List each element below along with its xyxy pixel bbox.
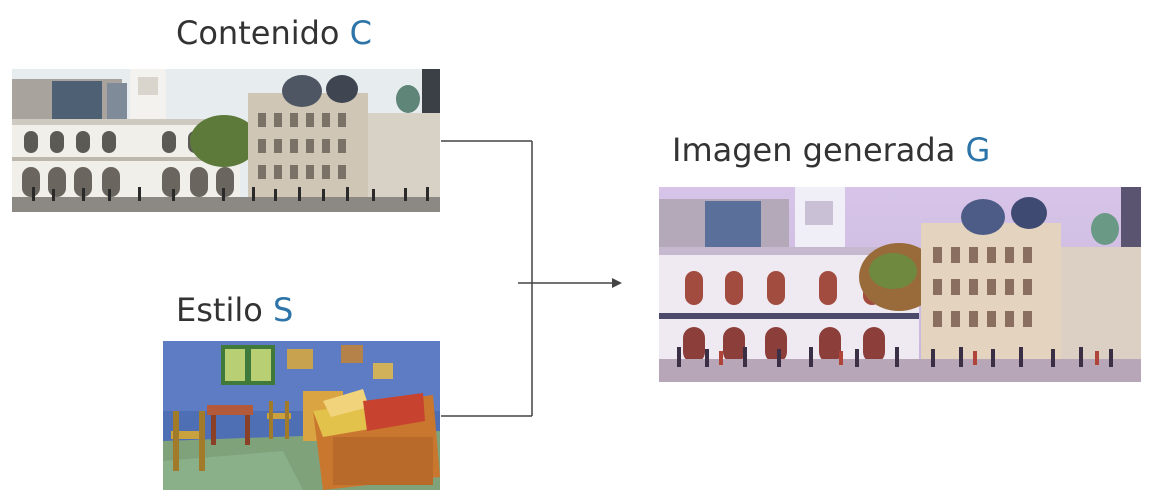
- content-label-text: Contenido: [176, 14, 340, 52]
- generated-label-text: Imagen generada: [672, 131, 956, 169]
- style-label-text: Estilo: [176, 291, 263, 329]
- generated-image: [659, 187, 1141, 382]
- style-image: [163, 341, 440, 490]
- content-label-symbol: C: [349, 14, 373, 52]
- content-image: [12, 69, 440, 212]
- style-label-symbol: S: [272, 291, 294, 329]
- style-image-label: Estilo S: [176, 294, 293, 326]
- generated-image-label: Imagen generada G: [672, 134, 990, 166]
- generated-label-symbol: G: [965, 131, 991, 169]
- content-photo-illustration: [12, 69, 440, 212]
- right-arrow-icon: [612, 278, 622, 288]
- style-painting-illustration: [163, 341, 440, 490]
- generated-image-illustration: [659, 187, 1141, 382]
- content-image-label: Contenido C: [176, 17, 372, 49]
